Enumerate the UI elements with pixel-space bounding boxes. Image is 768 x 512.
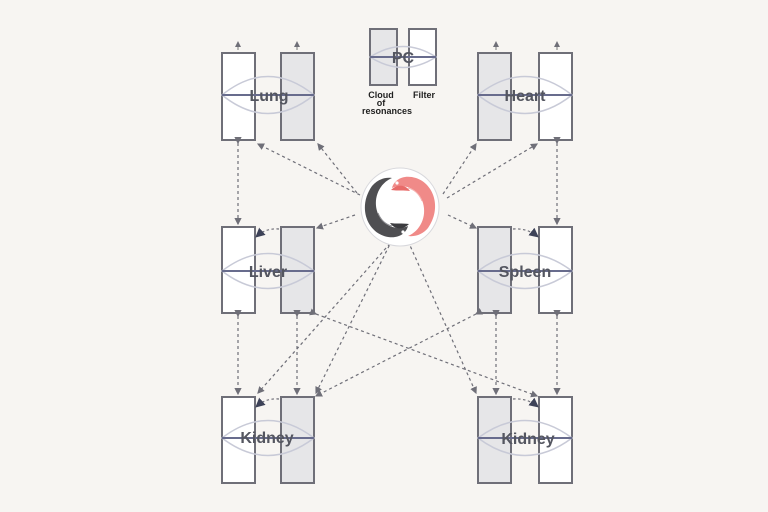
dashed-connections [234, 137, 561, 408]
pc-label: PC [392, 50, 415, 67]
organ-kidney-right: Kidney [476, 396, 574, 484]
kidney-right-right-box [538, 396, 573, 484]
lung-left-box [221, 52, 256, 141]
upward-arrows [235, 41, 560, 50]
kidney-left-left-box [221, 396, 256, 484]
organ-pc: PC Cloud of resonances Filter [362, 28, 438, 116]
lung-right-box [280, 52, 315, 141]
organ-heart: Heart [476, 52, 574, 141]
cloud-label-line2: of [377, 98, 386, 108]
cloud-label-line3: resonances [362, 106, 412, 116]
kidney-right-label: Kidney [501, 431, 554, 448]
heart-right-box [538, 52, 573, 141]
organ-liver: Liver [220, 226, 316, 314]
organ-kidney-left: Kidney [220, 396, 316, 484]
liver-label: Liver [249, 264, 287, 281]
heart-left-box [477, 52, 512, 141]
kidney-right-left-box [477, 396, 512, 484]
cloud-label-line1: Cloud [368, 90, 394, 100]
koi-yin-yang-icon [360, 167, 440, 247]
heart-label: Heart [505, 88, 547, 105]
filter-label: Filter [413, 90, 436, 100]
organ-lung: Lung [220, 52, 316, 141]
organ-spleen: Spleen [476, 226, 574, 314]
spleen-label: Spleen [499, 264, 551, 281]
kidney-left-right-box [280, 396, 315, 484]
kidney-left-label: Kidney [240, 430, 293, 447]
lung-label: Lung [249, 88, 288, 105]
